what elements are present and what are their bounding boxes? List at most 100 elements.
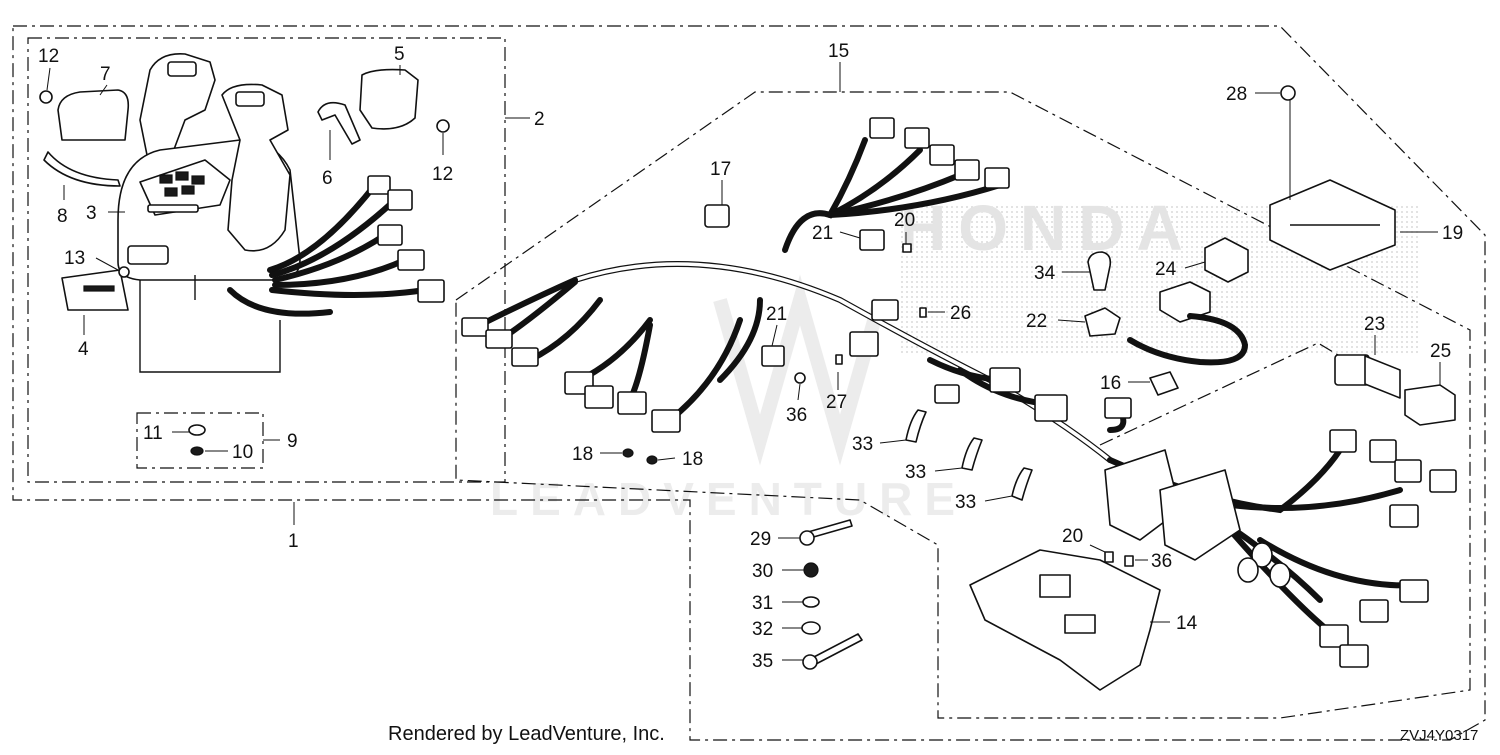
callout-32: 32 — [752, 619, 773, 640]
connector-harness — [1034, 394, 1068, 422]
callout-5: 5 — [394, 44, 405, 65]
assembly-2-outline — [27, 37, 506, 483]
watermark-brand: LEADVENTURE — [490, 473, 967, 525]
bracket-14 — [969, 549, 1161, 691]
connector — [1359, 599, 1389, 623]
leader-21a — [839, 231, 861, 239]
cable-tie-33c — [1011, 467, 1033, 501]
right-lever — [221, 83, 291, 252]
grommet — [1269, 562, 1291, 588]
cable-tie-33b — [961, 437, 983, 471]
panel-button — [181, 185, 195, 195]
junction-block — [1104, 449, 1181, 541]
callout-7: 7 — [100, 64, 111, 85]
branch-left — [667, 317, 743, 423]
diagram-code: ZVJ4Y0317 — [1400, 727, 1478, 744]
leader-22 — [1057, 319, 1086, 323]
clip-20a — [902, 243, 912, 253]
cover-25 — [1404, 384, 1456, 426]
leader-33c — [984, 495, 1013, 502]
screw-12a — [39, 90, 53, 104]
connector — [1369, 439, 1397, 463]
callout-33a: 33 — [852, 434, 873, 455]
connector — [1389, 504, 1419, 528]
connector — [511, 347, 539, 367]
connector — [1399, 579, 1429, 603]
box-wire — [272, 257, 408, 288]
callout-27: 27 — [826, 392, 847, 413]
screw-12b — [436, 119, 450, 133]
connector — [929, 144, 955, 166]
bolt-29-head — [799, 530, 815, 546]
callout-2: 2 — [534, 109, 545, 130]
connector-harness — [849, 331, 879, 357]
branch-left — [477, 277, 578, 328]
connector-16 — [1149, 371, 1179, 396]
group-outlines — [12, 25, 1486, 741]
callout-12a: 12 — [38, 46, 59, 67]
bracket-opening — [1064, 614, 1096, 634]
connector — [1339, 644, 1369, 668]
callout-35: 35 — [752, 651, 773, 672]
bundle-bracket — [139, 280, 281, 373]
callouts: 1 2 3 4 5 6 7 8 9 10 11 12 12 13 14 15 1… — [38, 41, 1463, 672]
callout-16: 16 — [1100, 373, 1121, 394]
box-connector — [417, 279, 445, 303]
leader-7 — [99, 84, 108, 96]
box-connector — [367, 175, 391, 195]
box-wire — [267, 182, 378, 273]
panel-button — [191, 175, 205, 185]
connector — [651, 409, 681, 433]
box-wire — [272, 232, 388, 283]
callout-15: 15 — [828, 41, 849, 62]
bracket-opening — [1039, 574, 1071, 598]
connector-harness — [871, 299, 899, 321]
connector-17 — [704, 204, 730, 228]
connector — [461, 317, 489, 337]
relay-block — [1159, 281, 1211, 323]
box-wire — [227, 287, 333, 317]
callout-24: 24 — [1155, 259, 1177, 280]
leader-12a — [46, 67, 51, 91]
panel-button — [175, 171, 189, 181]
grommet-18a — [622, 448, 634, 458]
connector-21a — [859, 229, 885, 251]
clip-27 — [835, 354, 843, 365]
sensor-22 — [1084, 307, 1121, 337]
washer-31 — [802, 596, 820, 608]
callout-20b: 20 — [1062, 526, 1083, 547]
screw-13 — [118, 266, 130, 278]
connector-23 — [1334, 354, 1370, 386]
connector — [584, 385, 614, 409]
fasteners — [799, 519, 863, 670]
callout-23: 23 — [1364, 314, 1385, 335]
lever-grip-slot — [235, 91, 265, 107]
connector-harness — [1104, 397, 1132, 419]
panel-button — [159, 174, 173, 184]
panel-cover-7 — [57, 89, 130, 141]
callout-22: 22 — [1026, 311, 1047, 332]
left-small-parts — [39, 68, 450, 456]
relay-24 — [1204, 237, 1249, 283]
callout-36b: 36 — [1151, 551, 1172, 572]
harness-connectors — [461, 117, 1457, 668]
nut-30 — [803, 562, 819, 578]
callout-19: 19 — [1442, 223, 1463, 244]
main-harness — [461, 117, 1457, 668]
nut-10 — [190, 446, 204, 456]
clamp-34 — [1087, 251, 1112, 291]
connector — [984, 167, 1010, 189]
callout-28: 28 — [1226, 84, 1247, 105]
bolt-35 — [811, 633, 863, 665]
box-connector — [387, 189, 413, 211]
connector-harness — [989, 367, 1021, 393]
callout-26: 26 — [950, 303, 971, 324]
leader-36a — [797, 383, 801, 401]
callout-30: 30 — [752, 561, 773, 582]
harness-15-outline — [455, 91, 1471, 719]
connector — [904, 127, 930, 149]
leader-20b — [1089, 544, 1106, 553]
callout-8: 8 — [57, 206, 68, 227]
clip-20b — [1104, 551, 1114, 563]
clip-26 — [919, 307, 927, 318]
